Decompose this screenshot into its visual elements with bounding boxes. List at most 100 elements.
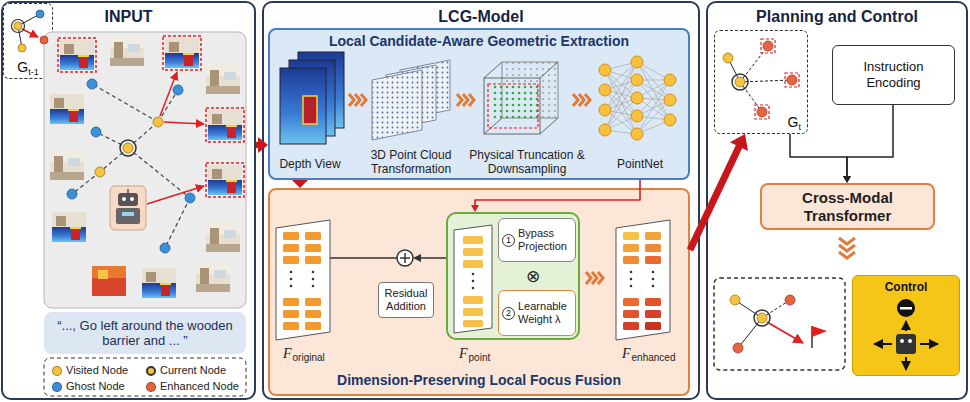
connector-line [790,134,847,177]
input-scene [163,36,201,70]
feature-stacks [276,220,670,340]
pointnet-symbol [664,114,676,126]
input-scene [96,132,128,148]
pointnet-symbol [631,74,643,86]
depth-view [280,52,344,144]
feature-stacks [472,273,475,276]
arrow-head [471,205,479,212]
input-scene [206,64,240,94]
feature-stacks [645,256,661,264]
prev-graph [22,29,38,37]
prev-graph [18,44,26,52]
feature-stacks [630,271,633,274]
chevrons [839,252,855,258]
pointnet-symbol [605,90,637,134]
depth-view [298,52,344,128]
control-symbol [908,339,912,343]
pointnet-symbol [605,70,637,134]
action-graph [767,322,803,343]
pointnet-symbol [605,90,637,98]
input-scene [67,189,77,199]
action-graph [735,300,762,318]
pointnet-symbol [637,62,670,80]
feature-stacks [283,232,321,330]
feature-stacks [623,322,639,330]
truncated-cube [502,62,558,118]
arrow-head [292,180,308,188]
current-graph [728,58,740,82]
input-scene [120,140,136,156]
feature-stacks [305,232,321,240]
truncated-cube [492,82,538,122]
input-scene [122,197,126,201]
pointnet-symbol [631,56,643,68]
connector-line [297,177,303,184]
prev-graph [18,26,22,48]
action-graph [812,326,827,337]
pointnet-symbol [664,74,676,86]
feature-stacks [312,271,315,274]
feature-stacks [652,285,655,288]
pointnet-symbol [605,70,637,116]
feature-stacks [623,310,639,318]
control-symbol [900,307,912,310]
chevrons [598,272,603,284]
chevrons [839,245,855,251]
prev-graph [40,36,48,44]
residual-box: Residual Addition [378,282,434,318]
legend-text: Visited Node [66,364,128,377]
graph-subscript: t-1 [28,67,39,77]
feature-stacks [616,220,670,340]
legend-swatch [52,382,62,392]
arrow-head [258,137,268,153]
pointnet-symbol [637,80,670,116]
feature-stacks [623,256,639,264]
input-scene [44,32,246,396]
control-symbol [896,334,916,354]
pointnet-symbol [637,120,670,134]
step-label: 3D Point Cloud Transformation [362,148,460,176]
depth-view [289,60,335,136]
control-symbol [874,299,938,370]
current-graph [757,107,767,117]
input-scene [52,212,86,242]
input-scene [60,40,94,70]
input-scene [122,212,134,216]
panel-title: LCG-Model [438,7,523,26]
input-scene [123,143,133,153]
action-graph [714,278,845,370]
feature-stacks [290,285,293,288]
pointnet-symbol [605,62,670,134]
prev-graph [12,20,25,33]
pointnet-symbol [664,94,676,106]
feature-stacks [652,278,655,281]
fusion-module: Dimension-Preserving Local Focus FusionR… [268,188,690,396]
control-symbol [905,321,907,331]
feature-stacks [312,278,315,281]
feature-stacks [630,278,633,281]
feature-stacks [283,232,299,240]
feature-stacks [305,256,321,264]
control-symbol [874,321,938,370]
depth-view [303,96,317,124]
input-scene [95,167,105,177]
multiply-symbol: ⊗ [526,266,540,286]
text-row: 1Bypass Projection [502,227,572,253]
pointnet-symbol [631,110,643,122]
action-graph [762,300,790,318]
pointnet-symbol [599,84,611,96]
chevrons [349,94,855,284]
chevrons [586,272,591,284]
model-panel: LCG-ModelLocal Candidate-Aware Geometric… [262,1,700,400]
current-graph [787,75,797,85]
connector [292,180,308,188]
input-scene [158,90,178,122]
feature-stacks [623,232,661,330]
pointnet-symbol [631,92,643,104]
graph-box: Gt [714,30,808,134]
point-cloud [400,60,450,120]
feature-stacks [645,232,661,240]
input-scene [50,94,84,124]
input-scene [72,84,190,248]
transformer-box: Cross-Modal Transformer [760,183,935,230]
